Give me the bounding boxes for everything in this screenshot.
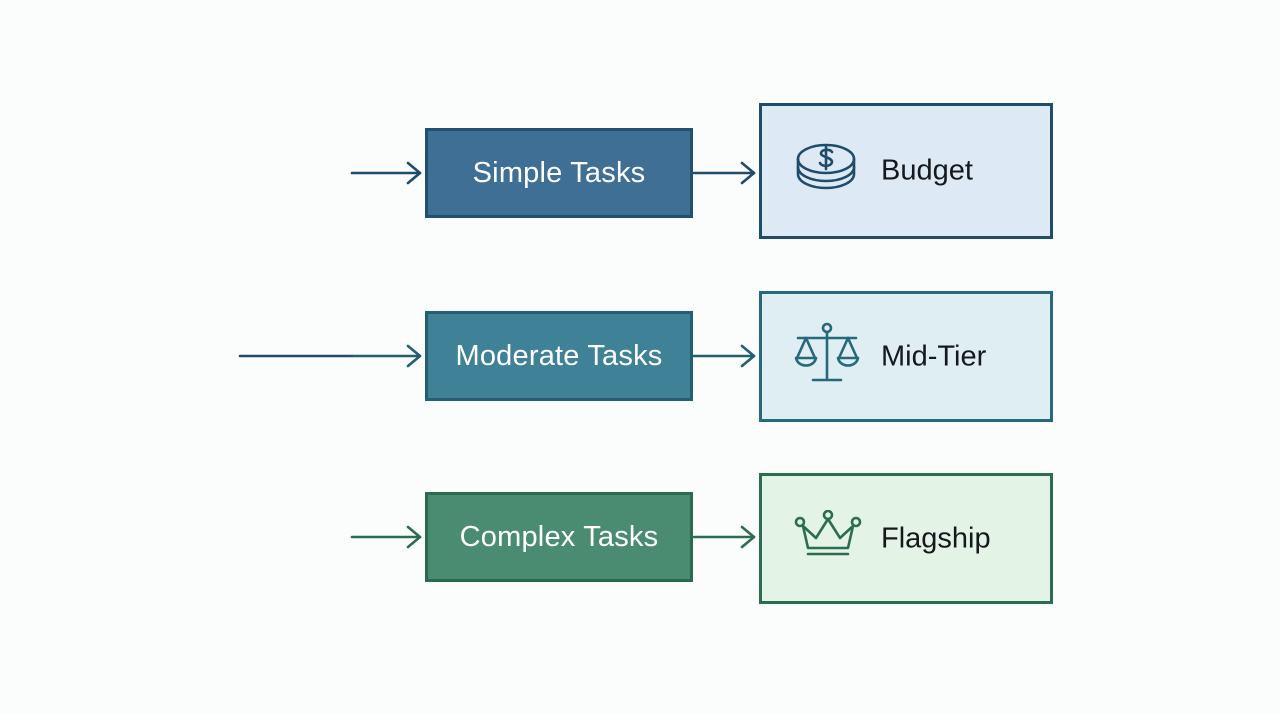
coin-stack-icon	[794, 141, 858, 201]
balance-scale-icon	[794, 322, 860, 392]
moderate-tasks-box: Moderate Tasks	[425, 311, 693, 401]
budget-label: Budget	[881, 154, 973, 187]
budget-tier-box: Budget	[759, 103, 1053, 239]
arrowhead-to-simple	[406, 161, 422, 185]
simple-tasks-label: Simple Tasks	[472, 156, 646, 189]
complex-tasks-box: Complex Tasks	[425, 492, 693, 582]
complex-tasks-label: Complex Tasks	[459, 520, 659, 553]
arrowhead-simple-to-budget	[740, 161, 756, 185]
arrowhead-complex-to-flagship	[740, 525, 756, 549]
arrowhead-moderate-to-midtier	[740, 344, 756, 368]
simple-tasks-box: Simple Tasks	[425, 128, 693, 218]
midtier-tier-box: Mid-Tier	[759, 291, 1053, 422]
arrowhead-to-moderate	[406, 344, 422, 368]
crown-icon	[794, 509, 862, 568]
arrowhead-to-complex	[406, 525, 422, 549]
flagship-label: Flagship	[881, 522, 991, 554]
midtier-label: Mid-Tier	[881, 340, 987, 372]
flagship-tier-box: Flagship	[759, 473, 1053, 604]
moderate-tasks-label: Moderate Tasks	[455, 339, 663, 372]
